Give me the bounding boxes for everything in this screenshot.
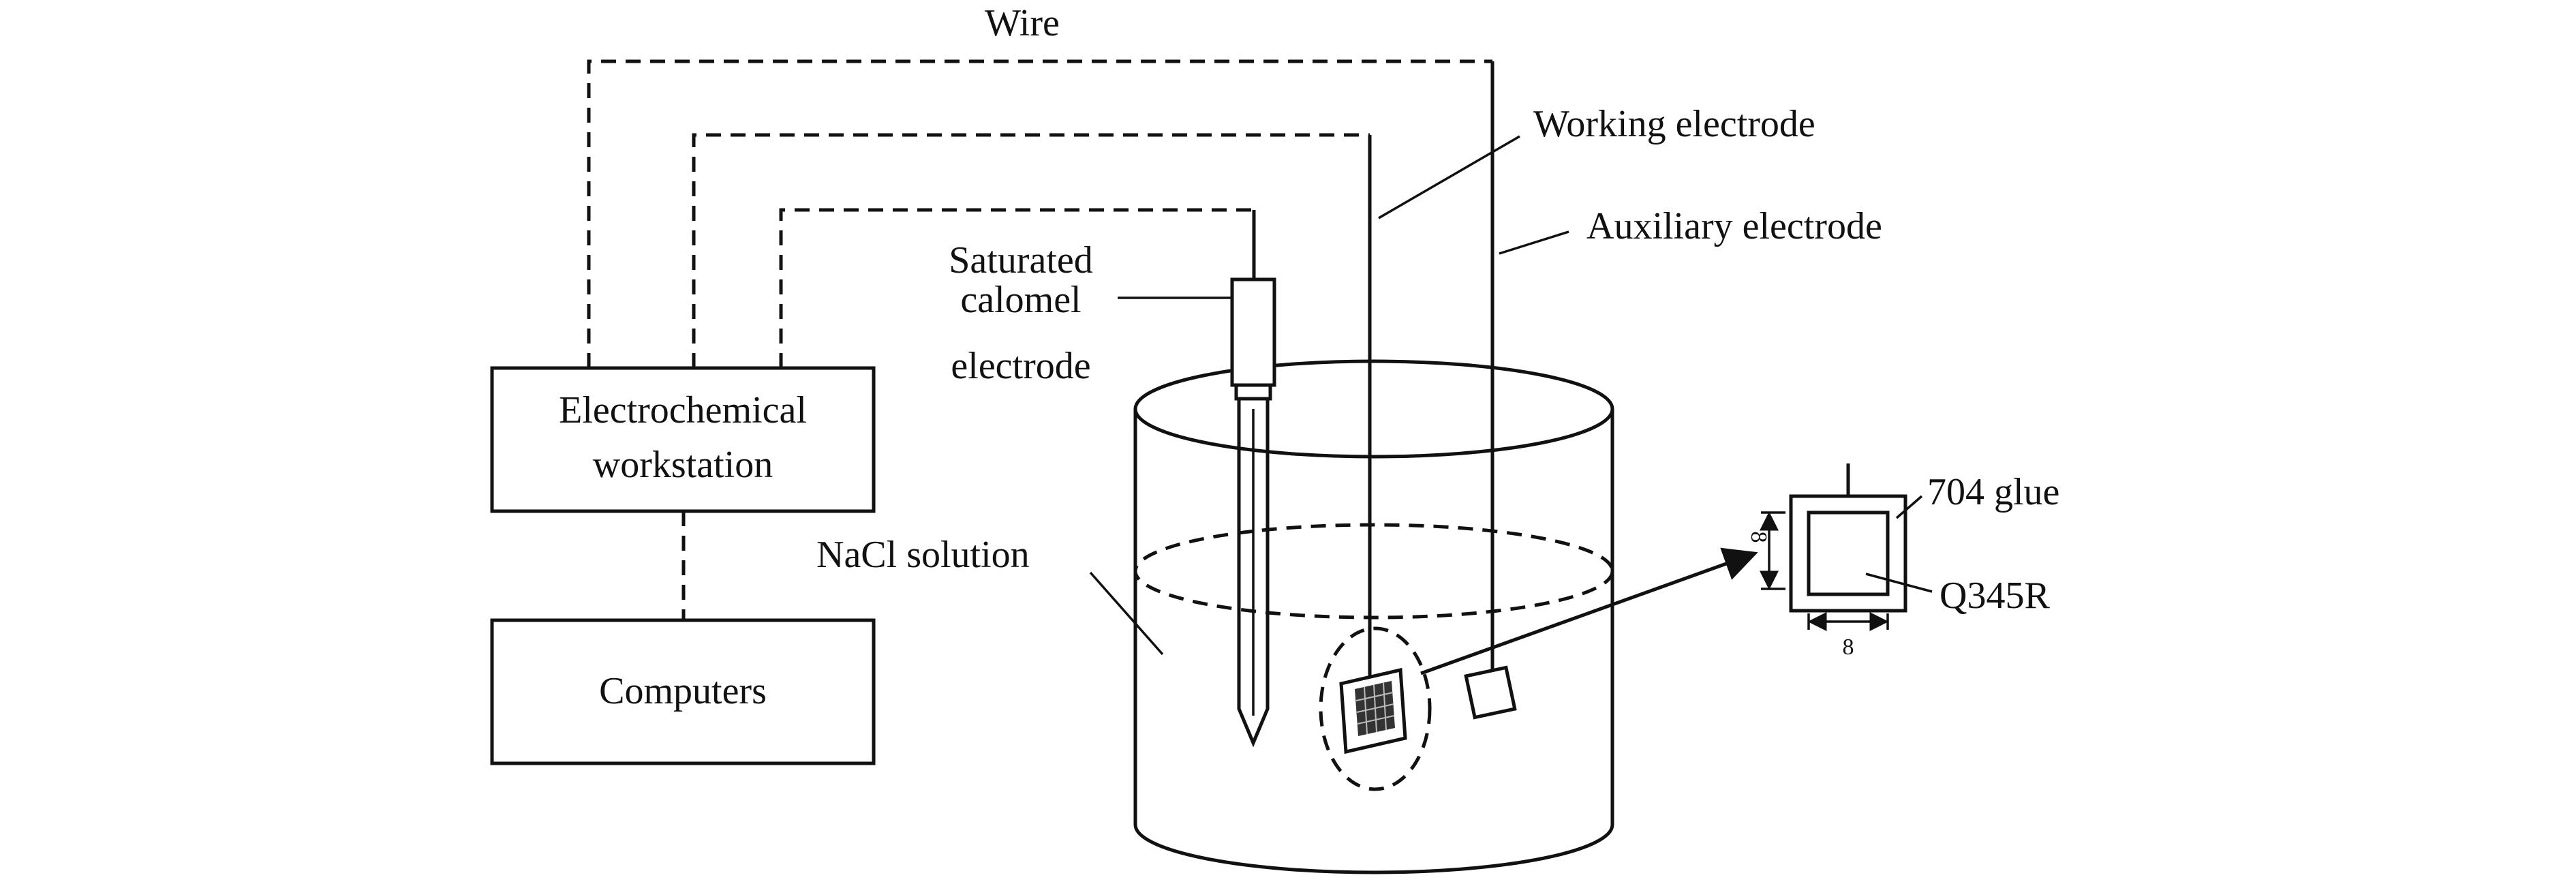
detail-glue-border: [1789, 494, 1907, 613]
working-electrode-label: Working electrode: [1533, 103, 1815, 145]
working-electrode-specimen: [1319, 626, 1432, 791]
calomel-electrode-collar: [1234, 383, 1272, 401]
calomel-label: calomel: [960, 279, 1081, 321]
height-dimension-label: 8: [1746, 532, 1771, 543]
beaker-body: [1133, 409, 1614, 874]
electrochemical-workstation-box: [490, 366, 876, 513]
saturated-label: Saturated: [949, 239, 1092, 281]
q345r-label: Q345R: [1939, 575, 2050, 617]
glue-label: 704 glue: [1927, 471, 2059, 513]
wire-to-calomel-electrode: [779, 208, 1254, 368]
workstation-label: workstation: [593, 444, 773, 486]
specimen-highlight-circle: [1319, 626, 1432, 791]
computers-label: Computers: [599, 670, 767, 712]
calomel-electrode-cap: [1230, 277, 1276, 387]
beaker: [1133, 359, 1614, 874]
nacl-solution-label: NaCl solution: [816, 534, 1030, 576]
electrode-label: electrode: [951, 345, 1090, 387]
electrochemical-label: Electrochemical: [559, 389, 807, 431]
auxiliary-electrode-leader: [1499, 230, 1569, 255]
auxiliary-electrode-label: Auxiliary electrode: [1586, 205, 1882, 247]
wire-to-auxiliary-electrode: [587, 59, 1492, 368]
specimen-detail: [1760, 463, 1933, 631]
q345r-leader-line: [1865, 573, 1933, 593]
working-electrode-leader: [1378, 135, 1520, 219]
solution-surface: [1133, 523, 1614, 620]
glue-leader-line: [1895, 495, 1923, 519]
nacl-solution-leader: [1089, 571, 1164, 656]
detail-q345r-square: [1807, 510, 1890, 596]
wire-to-working-electrode: [692, 133, 1370, 368]
wire-label: Wire: [985, 2, 1060, 44]
beaker-rim: [1133, 359, 1614, 459]
detail-arrow: [1420, 547, 1758, 675]
auxiliary-electrode-plate: [1464, 665, 1517, 720]
computers-box: [490, 618, 876, 765]
specimen-grid: [1355, 682, 1395, 735]
width-dimension-label: 8: [1843, 635, 1854, 660]
saturated-calomel-electrode: [1230, 277, 1276, 748]
calomel-electrode-tube: [1237, 397, 1270, 748]
